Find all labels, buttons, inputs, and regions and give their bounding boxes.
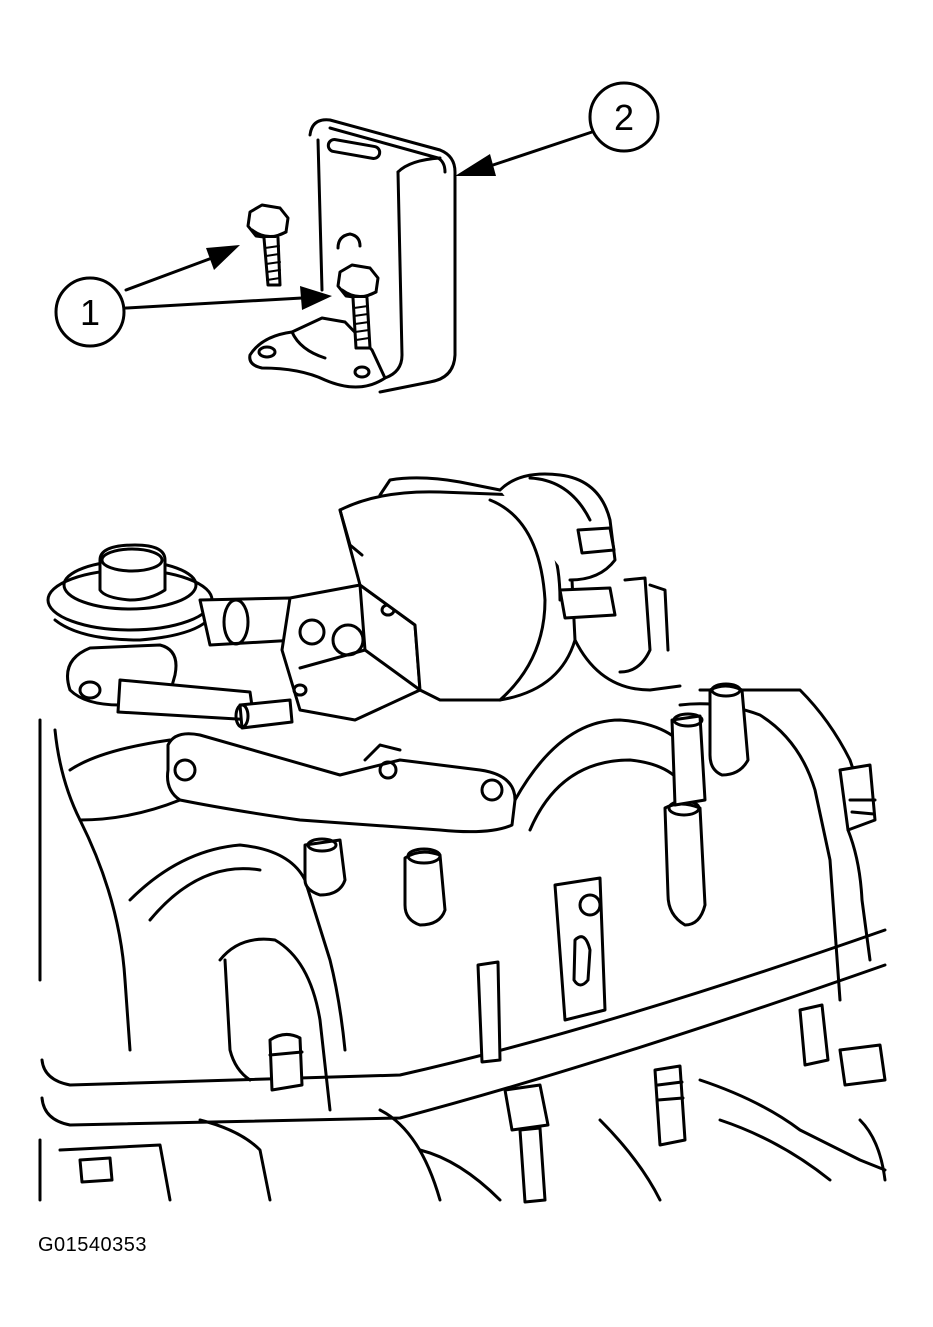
callout-2: 2 [588,81,660,153]
callout-2-label: 2 [614,97,634,138]
callout-1-label: 1 [80,292,100,333]
figure-code: G01540353 [38,1234,148,1256]
engine-intake-manifold [38,472,887,1204]
bolt-icon [246,203,380,350]
callout-1: 1 [54,276,126,348]
bracket-icon [248,118,457,394]
callout-leaders [124,130,594,310]
